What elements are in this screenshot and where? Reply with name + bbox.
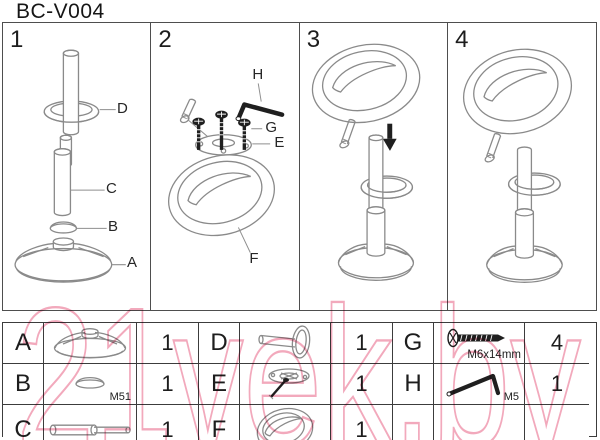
step-number: 4 (455, 26, 469, 53)
part-letter-cell: F (199, 405, 240, 440)
part-image-cell: M5 (434, 364, 525, 405)
cone-size-note: M51 (109, 391, 131, 403)
screw-size-note: M6x14mm (467, 349, 521, 361)
hex-key-icon (446, 373, 501, 397)
part-label-e: E (274, 134, 285, 151)
part-qty: 1 (550, 371, 564, 396)
part-label-a: A (127, 254, 138, 271)
part-letter-cell: H (393, 364, 434, 405)
mounting-plate-icon (268, 368, 310, 400)
screw-icon (238, 118, 251, 150)
exploded-base-diagram (14, 49, 126, 283)
part-image-cell (240, 405, 331, 440)
round-base-icon (53, 328, 127, 359)
seat-outline (311, 43, 421, 124)
part-qty: 1 (161, 330, 174, 355)
part-image-cell (44, 405, 137, 440)
page-title: BC-V004 (16, 0, 105, 23)
step-number: 1 (10, 26, 24, 53)
part-qty: 1 (355, 371, 368, 396)
step-number: 3 (306, 26, 321, 53)
part-image-cell: M6x14mm (434, 323, 525, 364)
part-letter-cell: C (3, 405, 44, 440)
seat-outline (168, 154, 276, 237)
screw-icon (192, 117, 206, 150)
part-letter-cell: A (3, 323, 44, 364)
step-4-panel: 4 (447, 22, 598, 311)
part-image-cell (240, 323, 331, 364)
part-qty-cell: 1 (331, 364, 393, 405)
seat-to-base-diagram (311, 43, 421, 281)
step-1-panel: 1 (2, 22, 152, 311)
part-label-b: B (108, 218, 119, 235)
part-label-d: D (117, 100, 128, 117)
step-3-panel: 3 (298, 22, 449, 311)
part-label-f: F (249, 250, 259, 267)
hex-key-icon (235, 102, 285, 122)
hex-key-size-note: M5 (503, 391, 519, 403)
seat-outline (463, 48, 573, 135)
part-letter: G (403, 329, 423, 356)
part-letter: C (14, 416, 32, 440)
cone-adapter-icon (75, 376, 105, 389)
part-qty: 1 (355, 417, 368, 440)
part-qty-cell: 1 (137, 405, 199, 440)
part-letter: D (210, 329, 228, 356)
arrow-down-icon (382, 123, 397, 151)
part-qty-cell: 4 (525, 323, 589, 364)
empty-cell (434, 405, 525, 440)
part-letter: B (14, 370, 31, 397)
part-qty-cell: 1 (331, 405, 393, 440)
part-letter-cell: D (199, 323, 240, 364)
step-panels: 1 (2, 22, 598, 311)
step-2-panel: 2 (150, 22, 301, 311)
part-label-c: C (106, 180, 117, 197)
part-letter: F (211, 416, 227, 440)
part-label-g: G (265, 119, 278, 136)
part-letter-cell: G (393, 323, 434, 364)
part-image-cell: M51 (44, 364, 137, 405)
part-qty: 1 (161, 371, 174, 396)
part-qty-cell: 1 (331, 323, 393, 364)
part-letter-cell: E (199, 364, 240, 405)
part-letter: E (210, 370, 227, 397)
part-qty: 1 (355, 330, 368, 355)
part-image-cell (44, 323, 137, 364)
gas-lift-cylinder-icon (49, 424, 131, 436)
part-letter: A (14, 329, 31, 356)
seat-icon (256, 407, 314, 440)
empty-cell (393, 405, 434, 440)
part-label-h: H (252, 66, 264, 83)
assembled-stool-diagram (463, 48, 573, 283)
parts-table: A 1 D 1 G (2, 322, 597, 440)
seat-screws-diagram (168, 83, 285, 253)
part-qty-cell: 1 (137, 323, 199, 364)
footrest-ring-icon (258, 325, 311, 359)
part-qty: 4 (550, 330, 564, 355)
empty-cell (525, 405, 589, 440)
part-image-cell (240, 364, 331, 405)
part-letter: H (404, 370, 422, 397)
screw-icon (447, 328, 505, 348)
part-letter-cell: B (3, 364, 44, 405)
step-number: 2 (158, 26, 172, 53)
part-qty-cell: 1 (137, 364, 199, 405)
part-qty: 1 (161, 417, 174, 440)
part-qty-cell: 1 (525, 364, 589, 405)
screw-icon (215, 110, 229, 150)
